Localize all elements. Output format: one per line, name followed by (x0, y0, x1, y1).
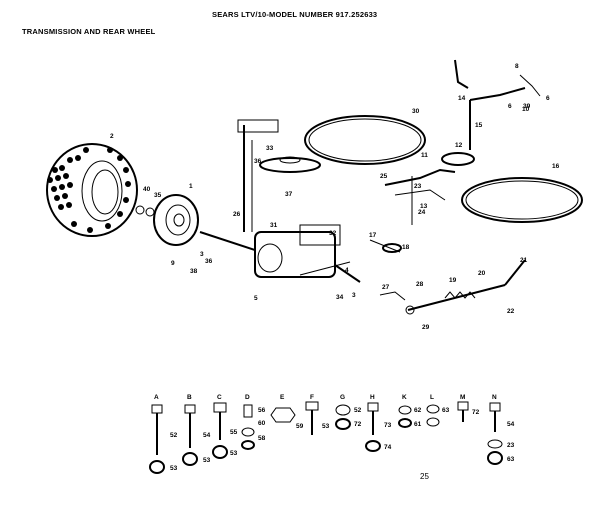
hardware-number: 52 (170, 432, 178, 439)
part-callout: 15 (475, 122, 483, 129)
part-callout: 14 (458, 95, 466, 102)
part-callout: 9 (171, 260, 175, 267)
part-callout: 6 (508, 103, 512, 110)
part-callout: 18 (402, 244, 410, 251)
hardware-number: 72 (472, 409, 480, 416)
clutch-linkage-drawing (384, 59, 541, 225)
hardware-number: 59 (296, 423, 304, 430)
hardware-letter: B (187, 394, 192, 401)
hardware-number: 54 (203, 432, 211, 439)
hardware-letter: L (430, 394, 434, 401)
part-callout: 8 (515, 63, 519, 70)
part-callout: 26 (233, 211, 241, 218)
hardware-number: 53 (322, 423, 330, 430)
part-callout: 20 (478, 270, 486, 277)
part-callout: 10 (522, 106, 530, 113)
part-callout: 11 (421, 152, 428, 159)
hardware-letter-labels: A B C D E F G H K L M N (154, 394, 497, 401)
part-callout: 29 (422, 324, 430, 331)
hardware-number: 63 (507, 456, 515, 463)
part-callout: 22 (507, 308, 515, 315)
hardware-number: 53 (170, 465, 178, 472)
wheel-rim-drawing (135, 194, 199, 246)
hardware-letter: M (460, 394, 465, 401)
hardware-letter: K (402, 394, 407, 401)
page-number: 25 (420, 472, 429, 481)
part-callout: 36 (205, 258, 213, 265)
hardware-number: 61 (414, 421, 422, 428)
part-callout: 38 (190, 268, 198, 275)
hardware-letter: N (492, 394, 497, 401)
part-callout: 37 (285, 191, 293, 198)
part-callout: 3 (200, 251, 204, 258)
hardware-number: 54 (507, 421, 515, 428)
hardware-number: 23 (507, 442, 515, 449)
part-callouts: 1 2 3 3 4 5 6 6 8 9 10 11 12 13 14 15 16… (110, 63, 560, 331)
hardware-letter: C (217, 394, 222, 401)
hardware-letter: G (340, 394, 345, 401)
part-callout: 2 (110, 133, 114, 140)
part-callout: 24 (418, 209, 426, 216)
hardware-number: 52 (354, 407, 362, 414)
part-callout: 5 (254, 295, 258, 302)
part-callout: 16 (552, 163, 560, 170)
hardware-number: 53 (203, 457, 211, 464)
hardware-letter: E (280, 394, 285, 401)
rear-tire-drawing (46, 143, 138, 237)
hardware-letter: F (310, 394, 314, 401)
hardware-number: 56 (258, 407, 266, 414)
hardware-number: 73 (384, 422, 392, 429)
part-callout: 12 (455, 142, 463, 149)
part-callout: 6 (546, 95, 550, 102)
hardware-number: 63 (442, 407, 450, 414)
transmission-drawing (199, 119, 361, 283)
hardware-letter: A (154, 394, 159, 401)
pulleys-belts-drawing (259, 115, 583, 253)
hardware-letter: H (370, 394, 375, 401)
part-callout: 19 (449, 277, 457, 284)
part-callout: 33 (266, 145, 274, 152)
hardware-number: 74 (384, 444, 392, 451)
part-callout: 40 (143, 186, 151, 193)
part-callout: 35 (154, 192, 162, 199)
hardware-letter: D (245, 394, 250, 401)
part-callout: 32 (329, 230, 337, 237)
part-callout: 25 (380, 173, 388, 180)
part-callout: 28 (416, 281, 424, 288)
part-callout: 30 (412, 108, 420, 115)
section-title: TRANSMISSION AND REAR WHEEL (22, 27, 156, 36)
hardware-number: 55 (230, 429, 238, 436)
hardware-row-drawing (149, 401, 503, 474)
hardware-number: 58 (258, 435, 266, 442)
hardware-number: 60 (258, 420, 266, 427)
part-callout: 34 (336, 294, 344, 301)
part-callout: 17 (369, 232, 377, 239)
diagram-header-title: SEARS LTV/10-MODEL NUMBER 917.252633 (212, 10, 378, 19)
hardware-number: 62 (414, 407, 422, 414)
part-callout: 23 (414, 183, 422, 190)
part-callout: 27 (382, 284, 390, 291)
rod-spring-drawing (379, 259, 526, 315)
hardware-number-labels: 52 53 54 53 55 53 56 60 58 59 53 52 72 7… (170, 407, 515, 472)
part-callout: 39 (523, 103, 531, 110)
part-callout: 21 (520, 257, 528, 264)
hardware-number: 53 (230, 450, 238, 457)
part-callout: 13 (420, 203, 428, 210)
part-callout: 4 (345, 267, 349, 274)
part-callout: 3 (352, 292, 356, 299)
hardware-number: 72 (354, 421, 362, 428)
part-callout: 36 (254, 158, 262, 165)
part-callout: 1 (189, 183, 193, 190)
part-callout: 31 (270, 222, 278, 229)
